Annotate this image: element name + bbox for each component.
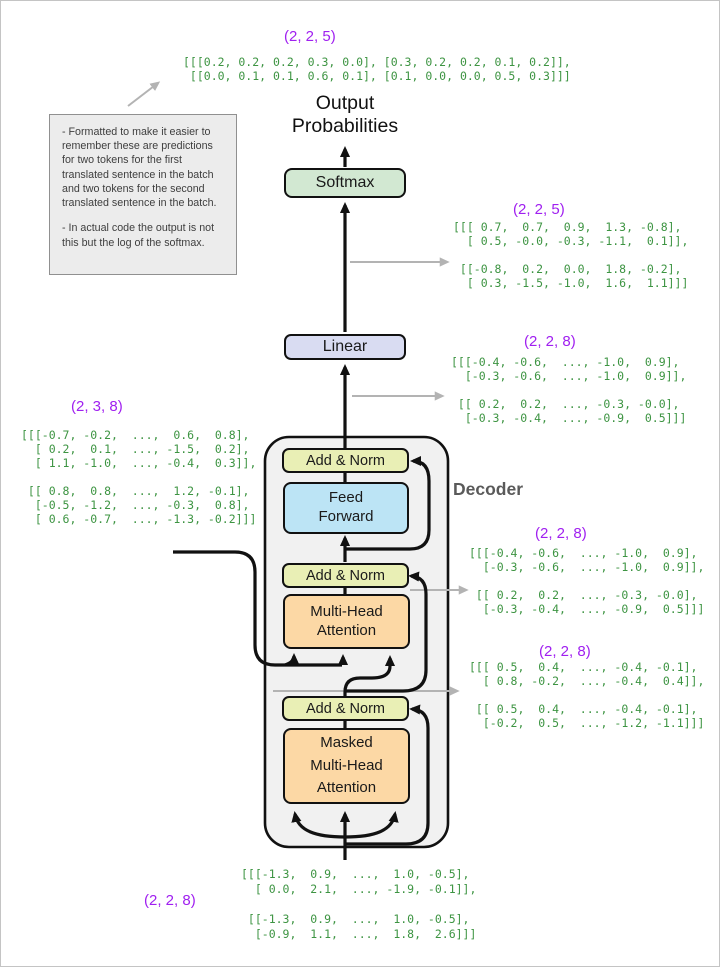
tensor-matrix-line: [[[ 0.7, 0.7, 0.9, 1.3, -0.8], bbox=[453, 220, 682, 234]
tensor-matrix-line: [[[0.2, 0.2, 0.2, 0.3, 0.0], [0.3, 0.2, … bbox=[183, 55, 571, 69]
note-paragraph: - In actual code the output is not this … bbox=[62, 222, 215, 249]
mmha-label-line: Multi-Head bbox=[310, 756, 383, 774]
add-norm-label: Add & Norm bbox=[306, 452, 385, 469]
mmha-label-line: Attention bbox=[316, 779, 377, 797]
softmax-label: Softmax bbox=[315, 174, 375, 191]
tensor-matrix-line: [[[-0.4, -0.6, ..., -1.0, 0.9], bbox=[469, 546, 698, 560]
encoder-output-line bbox=[173, 550, 342, 667]
tensor-matrix-line bbox=[469, 574, 704, 588]
tensor-shape-label: (2, 2, 8) bbox=[539, 643, 591, 660]
tensor-shape-label: (2, 2, 8) bbox=[144, 892, 196, 909]
linear-box: Linear bbox=[284, 334, 406, 360]
tensor-matrix-decoder-input: [[[-1.3, 0.9, ..., 1.0, -0.5], [ 0.0, 2.… bbox=[241, 867, 476, 942]
output-title-line: Output bbox=[315, 92, 375, 114]
add-norm-label: Add & Norm bbox=[306, 567, 385, 584]
tensor-matrix-line: [[0.0, 0.1, 0.1, 0.6, 0.1], [0.1, 0.0, 0… bbox=[183, 69, 571, 83]
tensor-matrix-line: [-0.3, -0.4, ..., -0.9, 0.5]]] bbox=[451, 411, 687, 425]
tensor-matrix-softmax-input: [[[ 0.7, 0.7, 0.9, 1.3, -0.8], [ 0.5, -0… bbox=[453, 220, 688, 290]
tensor-matrix-line: [[ 0.2, 0.2, ..., -0.3, -0.0], bbox=[469, 588, 698, 602]
linear-label: Linear bbox=[322, 338, 368, 355]
tensor-matrix-query-input: [[[ 0.5, 0.4, ..., -0.4, -0.1], [ 0.8, -… bbox=[469, 660, 704, 730]
tensor-matrix-line: [[[-0.4, -0.6, ..., -1.0, 0.9], bbox=[451, 355, 680, 369]
tensor-matrix-line: [-0.3, -0.6, ..., -1.0, 0.9]], bbox=[451, 369, 687, 383]
tensor-matrix-line: [[[-1.3, 0.9, ..., 1.0, -0.5], bbox=[241, 867, 470, 881]
tensor-matrix-line bbox=[451, 383, 686, 397]
tensor-matrix-line: [-0.3, -0.6, ..., -1.0, 0.9]], bbox=[469, 560, 705, 574]
tensor-matrix-line: [ 1.1, -1.0, ..., -0.4, 0.3]], bbox=[21, 456, 257, 470]
arrow-query-into-mha bbox=[343, 655, 396, 697]
add-norm-box-bottom: Add & Norm bbox=[282, 696, 409, 721]
residual-connection-mmha bbox=[345, 704, 430, 846]
tensor-matrix-addnorm-output: [[[-0.4, -0.6, ..., -1.0, 0.9], [-0.3, -… bbox=[469, 546, 704, 616]
add-norm-box-middle: Add & Norm bbox=[282, 563, 409, 588]
tensor-matrix-line: [[ 0.8, 0.8, ..., 1.2, -0.1], bbox=[21, 484, 250, 498]
tensor-shape-label: (2, 2, 8) bbox=[535, 525, 587, 542]
tensor-matrix-line: [ 0.8, -0.2, ..., -0.4, 0.4]], bbox=[469, 674, 705, 688]
tensor-matrix-line: [ 0.5, -0.0, -0.3, -1.1, 0.1]], bbox=[453, 234, 689, 248]
softmax-box: Softmax bbox=[284, 168, 406, 198]
tensor-matrix-line: [[-1.3, 0.9, ..., 1.0, -0.5], bbox=[241, 912, 470, 926]
tensor-matrix-line: [ 0.2, 0.1, ..., -1.5, 0.2], bbox=[21, 442, 250, 456]
note-pointer-arrow bbox=[127, 81, 161, 107]
tensor-shape-label: (2, 2, 5) bbox=[284, 28, 336, 45]
masked-multi-head-attention-box: Masked Multi-Head Attention bbox=[283, 728, 410, 804]
tensor-matrix-line: [[[-0.7, -0.2, ..., 0.6, 0.8], bbox=[21, 428, 250, 442]
add-norm-label: Add & Norm bbox=[306, 700, 385, 717]
output-title-line: Probabilities bbox=[291, 114, 399, 137]
tensor-matrix-line: [-0.5, -1.2, ..., -0.3, 0.8], bbox=[21, 498, 250, 512]
arrow-kv-left-into-mha bbox=[284, 653, 300, 667]
feed-forward-label-line: Feed bbox=[328, 489, 364, 507]
tensor-matrix-line bbox=[469, 688, 704, 702]
feed-forward-box: Feed Forward bbox=[283, 482, 409, 534]
tensor-matrix-line: [[-0.8, 0.2, 0.0, 1.8, -0.2], bbox=[453, 262, 682, 276]
add-norm-box-top: Add & Norm bbox=[282, 448, 409, 473]
arrow-right-into-mmha bbox=[344, 811, 399, 839]
tensor-matrix-line: [ 0.0, 2.1, ..., -1.9, -0.1]], bbox=[241, 882, 477, 896]
note-box: - Formatted to make it easier to remembe… bbox=[49, 114, 237, 275]
tensor-matrix-line: [[ 0.2, 0.2, ..., -0.3, -0.0], bbox=[451, 397, 680, 411]
multi-head-attention-box: Multi-Head Attention bbox=[283, 594, 410, 649]
feed-forward-label-line: Forward bbox=[318, 508, 374, 525]
residual-connection-mha bbox=[345, 571, 428, 693]
tensor-matrix-line: [[[ 0.5, 0.4, ..., -0.4, -0.1], bbox=[469, 660, 698, 674]
residual-connection-ff bbox=[345, 455, 431, 551]
tensor-shape-label: (2, 3, 8) bbox=[71, 398, 123, 415]
decoder-label: Decoder bbox=[453, 479, 524, 499]
output-probabilities-title: Output Probabilities bbox=[245, 92, 445, 137]
tensor-matrix-line: [ 0.3, -1.5, -1.0, 1.6, 1.1]]] bbox=[453, 276, 689, 290]
tensor-shape-label: (2, 2, 5) bbox=[513, 201, 565, 218]
tensor-matrix-line: [ 0.6, -0.7, ..., -1.3, -0.2]]] bbox=[21, 512, 257, 526]
arrow-left-into-mmha bbox=[291, 811, 346, 839]
tensor-matrix-encoder-output: [[[-0.7, -0.2, ..., 0.6, 0.8], [ 0.2, 0.… bbox=[21, 428, 256, 526]
mha-label-line: Attention bbox=[316, 621, 377, 639]
tensor-matrix-output-probs: [[[0.2, 0.2, 0.2, 0.3, 0.0], [0.3, 0.2, … bbox=[183, 55, 571, 83]
tensor-matrix-line bbox=[21, 470, 256, 484]
tensor-matrix-line: [[ 0.5, 0.4, ..., -0.4, -0.1], bbox=[469, 702, 698, 716]
tensor-matrix-line: [-0.9, 1.1, ..., 1.8, 2.6]]] bbox=[241, 927, 477, 941]
tensor-matrix-linear-input: [[[-0.4, -0.6, ..., -1.0, 0.9], [-0.3, -… bbox=[451, 355, 686, 425]
tensor-matrix-line: [-0.2, 0.5, ..., -1.2, -1.1]]] bbox=[469, 716, 705, 730]
mha-label-line: Multi-Head bbox=[310, 602, 383, 620]
note-paragraph: - Formatted to make it easier to remembe… bbox=[62, 126, 217, 210]
mmha-label-line: Masked bbox=[320, 734, 373, 752]
tensor-matrix-line bbox=[241, 897, 476, 912]
tensor-matrix-line: [-0.3, -0.4, ..., -0.9, 0.5]]] bbox=[469, 602, 705, 616]
tensor-matrix-line bbox=[453, 248, 688, 262]
tensor-shape-label: (2, 2, 8) bbox=[524, 333, 576, 350]
